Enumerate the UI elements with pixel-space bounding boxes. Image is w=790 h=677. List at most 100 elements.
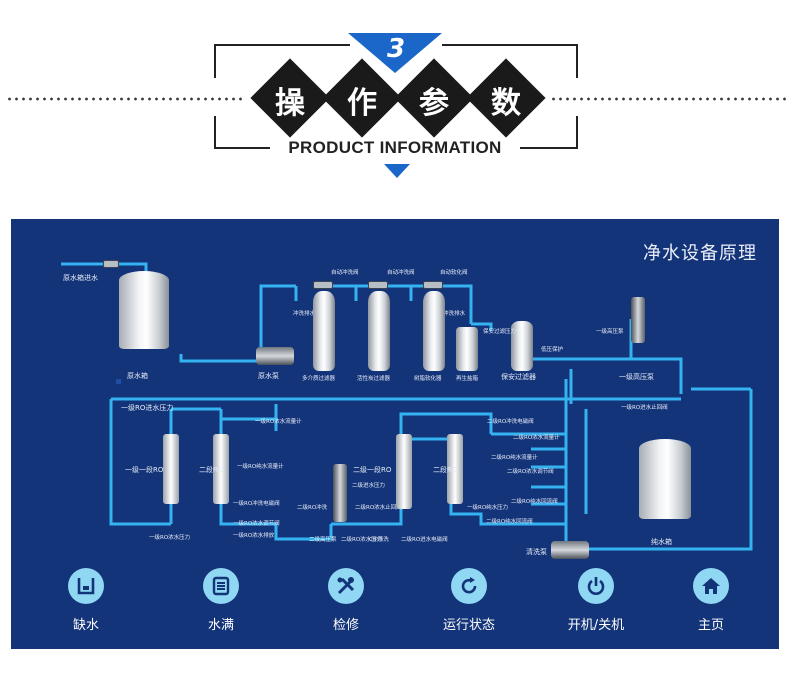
frame-right-upper: [576, 44, 578, 78]
auto-flush-valve-2-label: 自动冲洗阀: [387, 270, 415, 276]
ro1-conc-flow-meter-label: 二级RO纯水回流阀: [486, 519, 533, 525]
run-status-button[interactable]: 运行状态: [429, 568, 509, 633]
ro2-return-label: 二级RO纯水回流阀: [511, 499, 558, 505]
security-filter-pressure-label: 保安过滤压力: [483, 329, 517, 335]
clean-pump-label: 清洗泵: [526, 548, 547, 556]
pure-water-tank: [639, 439, 691, 519]
pure-tank-label: 纯水箱: [651, 538, 672, 546]
run-status-label: 运行状态: [442, 618, 495, 633]
ro1-pure-pressure-label: 一级RO纯水压力: [467, 505, 509, 511]
auto-flush-valve-1[interactable]: [313, 281, 333, 289]
refresh-icon: [451, 568, 487, 604]
frame-left-lower: [214, 116, 216, 148]
raw-inlet-valve[interactable]: [103, 260, 119, 268]
auto-flush-valve-2[interactable]: [368, 281, 388, 289]
clean-pump[interactable]: [551, 541, 589, 559]
power-button[interactable]: 开机/关机: [556, 568, 636, 633]
multi-filter-label: 多介质过滤器: [302, 376, 336, 382]
ro2-stage1-label: 二级一段RO: [353, 466, 392, 474]
raw-water-tank: [119, 271, 169, 349]
title-char-3: 参: [419, 86, 449, 121]
ro2-stage2-label: 二段RO: [433, 466, 458, 474]
hp-pump-2[interactable]: [333, 464, 347, 522]
product-information-subtitle: PRODUCT INFORMATION: [270, 138, 520, 158]
flush-drain-label-3: 冲洗排水: [443, 311, 466, 317]
ro2-stage2-membrane: [447, 434, 463, 504]
raw-pump-label: 原水泵: [258, 372, 279, 380]
ro1-inlet-check-valve-label: 一级RO进水止回阀: [621, 405, 668, 411]
water-shortage-icon: [68, 568, 104, 604]
raw-inlet-label: 原水箱进水: [63, 274, 98, 282]
dotted-divider-left: [6, 97, 244, 101]
auto-soft-valve-label: 自动软化阀: [440, 270, 468, 276]
home-button[interactable]: 主页: [671, 568, 751, 633]
ro2-stage1-membrane: [396, 434, 412, 509]
ro1-stage2-label: 二段RO: [199, 466, 224, 474]
frame-top-left: [214, 44, 350, 46]
water-shortage-label: 缺水: [72, 618, 99, 633]
ro2-inlet-pressure-label: 二级进水压力: [352, 483, 386, 489]
activated-carbon-filter: [368, 291, 390, 371]
water-purification-panel: 净水设备原理 原水箱进水 原水箱 原水泵 自动冲洗阀 自动冲洗阀 自动软化阀 冲…: [11, 219, 779, 649]
dotted-divider-right: [550, 97, 786, 101]
softener-label: 树脂软化器: [414, 376, 442, 382]
ro2-pure-flow-label: 二级RO纯水流量计: [491, 455, 538, 461]
ro1-product-flow-label: 一级RO纯水流量计: [237, 464, 284, 470]
brine-tank: [456, 327, 478, 371]
resin-softener: [423, 291, 445, 371]
hp-pump-2-label: 二级高压泵: [309, 537, 337, 543]
frame-bottom-right: [520, 147, 578, 149]
raw-tank-label: 原水箱: [127, 372, 148, 380]
ro1-flush-valve-label: 一级RO冲洗电磁阀: [233, 501, 280, 507]
cip-label: CIP清洗: [369, 537, 389, 543]
section-number: 3: [386, 34, 406, 64]
ro2-adjust-label: 二级RO浓水调节阀: [507, 469, 554, 475]
ro2-pump-valve-label: 二级RO冲洗: [297, 505, 328, 511]
ro2-flush-label: 二级RO冲洗电磁阀: [487, 419, 534, 425]
ro1-conc-flow-label: 一级RO浓水流量计: [255, 419, 302, 425]
title-char-4: 数: [491, 86, 521, 121]
frame-bottom-left: [214, 147, 270, 149]
multi-media-filter: [313, 291, 335, 371]
maintenance-label: 检修: [332, 618, 359, 633]
title-char-2: 作: [347, 86, 377, 121]
frame-right-lower: [576, 116, 578, 148]
maintenance-button[interactable]: 检修: [306, 568, 386, 633]
carbon-filter-label: 活性炭过滤器: [357, 376, 391, 382]
water-full-button[interactable]: 水满: [181, 568, 261, 633]
auto-soft-valve[interactable]: [423, 281, 443, 289]
maintenance-tools-icon: [328, 568, 364, 604]
flush-drain-label-1: 冲洗排水: [293, 311, 316, 317]
ro1-stage2-membrane: [213, 434, 229, 504]
ro2-product-valve-label: 二级RO浓水止回阀: [355, 505, 402, 511]
power-label: 开机/关机: [567, 618, 625, 633]
low-pressure-label: 低压保护: [541, 347, 564, 353]
home-label: 主页: [697, 618, 724, 633]
water-full-icon: [203, 568, 239, 604]
ro1-stage1-label: 一级一段RO: [125, 466, 164, 474]
ro2-pump-valve-bottom-label: 二级RO进水电磁阀: [401, 537, 448, 543]
brine-tank-label: 再生盐箱: [456, 376, 479, 382]
hp-pump1-sub-label: 一级高压泵: [596, 329, 624, 335]
hp-pump-1[interactable]: [631, 297, 645, 343]
frame-top-right: [442, 44, 578, 46]
hp-pump-1-label: 一级高压泵: [619, 373, 654, 381]
ro1-conc-pressure-label: 一级RO浓水压力: [149, 535, 191, 541]
ro1-conc-adjust-label: 一级RO浓水调节阀: [233, 521, 280, 527]
ro1-drain-label: 一级RO浓水排放: [233, 533, 275, 539]
panel-title: 净水设备原理: [643, 243, 757, 264]
ro2-conc-flow-label: 二级RO浓水流量计: [513, 435, 560, 441]
ro1-inlet-pressure-label: 一级RO进水压力: [121, 404, 174, 412]
down-arrow-icon: [384, 164, 410, 178]
home-icon: [693, 568, 729, 604]
security-filter: [511, 321, 533, 371]
raw-water-pump[interactable]: [256, 347, 294, 365]
auto-flush-valve-1-label: 自动冲洗阀: [331, 270, 359, 276]
water-shortage-button[interactable]: 缺水: [46, 568, 126, 633]
ro2-conc-pressure-label: 二级RO浓水压力: [341, 537, 383, 543]
power-icon: [578, 568, 614, 604]
title-char-1: 操: [275, 86, 305, 121]
frame-left-upper: [214, 44, 216, 78]
water-full-label: 水满: [207, 618, 234, 633]
ro1-stage1-membrane: [163, 434, 179, 504]
